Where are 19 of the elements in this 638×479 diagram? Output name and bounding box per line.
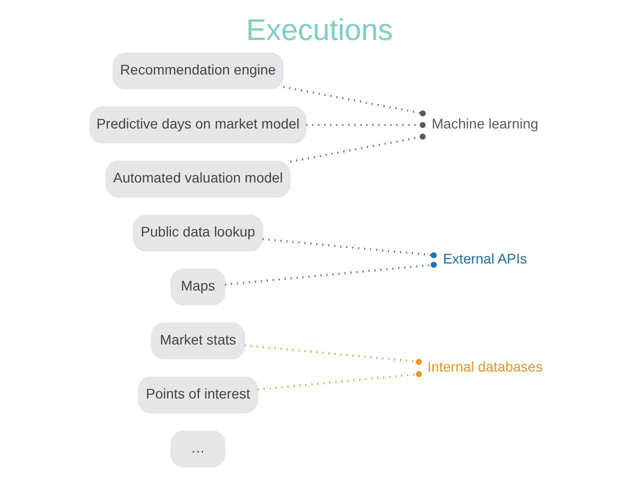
node-box: Points of interest [138, 376, 258, 414]
connector [244, 344, 422, 365]
diagram-title: Executions [246, 14, 392, 47]
node-box: Market stats [150, 322, 244, 360]
node-box: Automated valuation model [105, 160, 290, 198]
node-text: Internal databases [426, 358, 542, 375]
connector [262, 238, 436, 258]
node-box: Predictive days on market model [89, 106, 306, 144]
connector [257, 371, 422, 390]
connector [224, 262, 436, 286]
node-box: Recommendation engine [112, 52, 283, 90]
node-box: … [170, 430, 225, 468]
node-box: Maps [170, 268, 225, 306]
connector [290, 134, 426, 163]
connector [306, 122, 426, 128]
connector [282, 86, 426, 116]
node-box: Public data lookup [132, 214, 262, 252]
node-text: External APIs [442, 250, 527, 267]
node-text: Machine learning [431, 116, 538, 132]
